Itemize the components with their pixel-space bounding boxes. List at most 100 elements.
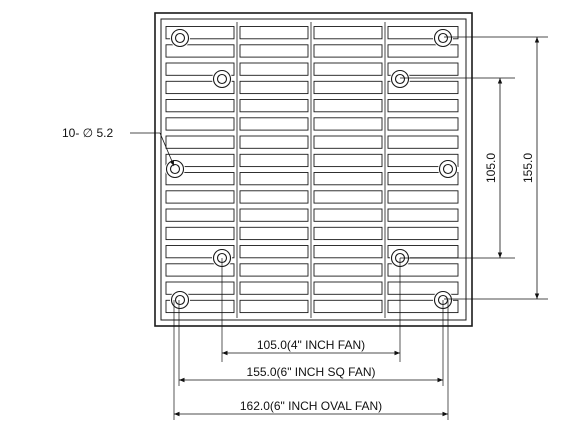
grille-slot [313,263,383,277]
grille-slot [313,226,383,241]
mounting-hole-clearance [438,159,458,179]
mounting-hole [390,69,410,89]
grille-slot [387,281,459,295]
mounting-hole-bore [169,163,181,175]
grille-slot [313,99,383,113]
dim-label-fan-4in: 105.0(4" INCH FAN) [257,338,365,352]
guard-inner-frame [160,18,467,321]
grille-slot [313,44,383,58]
mounting-hole [170,290,190,310]
mounting-hole [438,159,458,179]
vertical-dimensions: 155.0 105.0 [400,36,548,300]
grille-slot [313,281,383,295]
dim-label-155: 155.0 [521,153,535,183]
grille-slot [387,153,459,168]
grille-slot [387,135,459,149]
mounting-holes [165,28,458,310]
grille-slot [313,153,383,168]
grille-slot [165,26,235,40]
grille-slot [313,208,383,222]
grille-slot [387,190,459,204]
grille-slot [239,153,309,168]
grille-slot [387,99,459,113]
grille-slot [387,299,459,314]
grille-slot [239,117,309,131]
mounting-hole-bore [174,294,186,306]
grille-slot [239,190,309,204]
grille-slot [313,299,383,314]
grille-slot [165,117,235,131]
grille-slot [313,26,383,40]
mounting-hole-clearance [212,69,232,89]
grille-slot [387,26,459,40]
grille-slot [165,245,235,259]
mounting-hole-boss [438,159,458,179]
grille-slot [313,62,383,76]
grille-slot [239,99,309,113]
mounting-hole-boss [170,28,190,48]
grille-slot [165,226,235,241]
grille-slot [387,208,459,222]
grille-slot [313,80,383,95]
grille-slot [165,153,235,168]
grille-slot [239,135,309,149]
mounting-hole [212,69,232,89]
grille-slot [165,263,235,277]
grille-slot [387,80,459,95]
grille-slot [313,245,383,259]
grille-slot [313,135,383,149]
grille-slot [239,263,309,277]
grille-slot [387,172,459,186]
grille-slot [313,172,383,186]
mounting-hole-boss [170,290,190,310]
hole-callout-label: 10- ∅ 5.2 [62,126,113,140]
grille-slot [313,190,383,204]
grille-slot [239,299,309,314]
mounting-hole-boss [212,69,232,89]
grille-slot [165,281,235,295]
grille-slot [387,117,459,131]
mounting-hole-boss [390,69,410,89]
dim-label-fan-6in-sq: 155.0(6" INCH SQ FAN) [247,365,376,379]
grille-slot [239,226,309,241]
grille-slot [239,80,309,95]
mounting-hole-clearance [170,290,190,310]
grille-slot [239,281,309,295]
grille-slots [165,22,459,318]
grille-slot [239,172,309,186]
mounting-hole-clearance [433,28,453,48]
grille-slot [239,62,309,76]
grille-slot [239,44,309,58]
mounting-hole-clearance [165,159,185,179]
mounting-hole-boss [165,159,185,179]
grille-slot [313,117,383,131]
grille-slot [165,135,235,149]
mounting-hole-clearance [170,28,190,48]
mounting-hole [170,28,190,48]
grille-slot [165,208,235,222]
mounting-hole [433,28,453,48]
grille-slot [387,62,459,76]
mounting-hole-bore [442,163,454,175]
grille-slot [239,208,309,222]
grille-slot [239,245,309,259]
hole-callout: 10- ∅ 5.2 [62,126,175,167]
grille-slot [165,80,235,95]
mounting-hole-bore [216,73,228,85]
grille-slot [387,263,459,277]
guard-outer-frame [154,12,473,327]
mounting-hole-bore [174,32,186,44]
grille-slot [165,172,235,186]
hole-callout-leader-diag [159,132,175,167]
grille-slot [165,190,235,204]
grille-slot [387,44,459,58]
grille-slot [165,99,235,113]
grille-slot [165,62,235,76]
dim-label-105-v: 105.0 [484,153,498,183]
mounting-hole-clearance [390,69,410,89]
dim-label-fan-6in-oval: 162.0(6" INCH OVAL FAN) [240,399,382,413]
horizontal-dimensions: 105.0(4" INCH FAN) 155.0(6" INCH SQ FAN)… [173,258,449,420]
grille-slot [387,226,459,241]
mounting-hole-bore [437,32,449,44]
